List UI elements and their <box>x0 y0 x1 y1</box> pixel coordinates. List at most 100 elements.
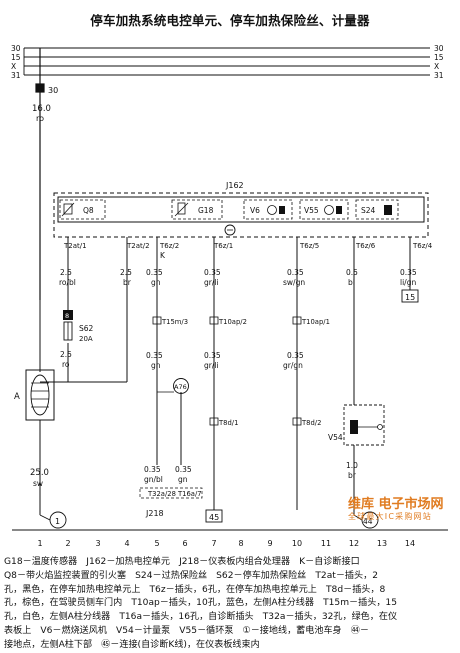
col-1: 1 <box>37 539 42 548</box>
component-v55-label: V55 <box>304 206 319 215</box>
col-9: 9 <box>267 539 272 548</box>
w5-bot-size: 0.35 <box>287 351 304 360</box>
component-s24-label: S24 <box>361 206 376 215</box>
legend: G18－温度传感器 J162－加热电控单元 J218－仪表板内组合处理器 K－自… <box>4 556 456 653</box>
w1-top-color: ro/bl <box>59 278 76 287</box>
col-4: 4 <box>124 539 129 548</box>
bus-label-30-right: 30 <box>434 44 444 53</box>
w5-bot-color: gr/gn <box>283 361 303 370</box>
control-unit-box <box>53 192 429 238</box>
w9-color: gn/bl <box>144 475 163 484</box>
col-10: 10 <box>292 539 302 548</box>
w1-bot-color: ro <box>62 360 70 369</box>
w8-color: sw <box>33 479 43 488</box>
col-3: 3 <box>95 539 100 548</box>
bus-labels-right: 30 15 X 31 <box>434 44 444 80</box>
component-v6: V6 <box>243 199 293 220</box>
w7-size: 0.35 <box>400 268 417 277</box>
bus-lines <box>23 47 430 76</box>
ground-44-label: 44 <box>363 517 373 526</box>
col-13: 13 <box>377 539 387 548</box>
legend-line: 表板上 V6－燃烧送风机 V54－计量泵 V55－循环泵 ①－接地线，蓄电池车身… <box>4 625 369 636</box>
w3-bot-color: gn <box>151 361 161 370</box>
ground-1-label: 1 <box>55 517 60 526</box>
col-6: 6 <box>182 539 187 548</box>
w6-bot-size: 1.0 <box>346 461 358 470</box>
pin-t2at-2: T2at/2 <box>126 242 150 250</box>
connector-t8d-2: T8d/2 <box>301 419 321 427</box>
watermark-sub: 全球最大IC采购网站 <box>348 512 432 521</box>
fuse-bar-label: 30 <box>48 86 58 95</box>
bus-label-30: 30 <box>11 44 21 53</box>
col-11: 11 <box>321 539 331 548</box>
col-7: 7 <box>211 539 216 548</box>
pin-t2at-1: T2at/1 <box>63 242 87 250</box>
w5-top-size: 0.35 <box>287 268 304 277</box>
main-wire-color: ro <box>36 114 44 123</box>
connector-t32a-28: T32a/28 <box>147 490 176 498</box>
component-g18: G18 <box>171 199 223 220</box>
bus-label-x-right: X <box>434 62 439 71</box>
bus-label-31-right: 31 <box>434 71 444 80</box>
ground-symbol <box>224 224 236 236</box>
w2-color: br <box>123 278 132 287</box>
ref-a76: A76 <box>174 383 187 391</box>
watermark-main: 维库 电子市场网 <box>348 497 444 512</box>
wire-labels: 2.5 ro/bl 2.5 ro 2.5 br 0.35 gn 0.35 gn … <box>30 268 417 488</box>
connector-t16a-7: T16a/7 <box>177 490 202 498</box>
main-wire-size: 16.0 <box>32 104 51 114</box>
pin-t6z-4: T6z/4 <box>412 242 433 250</box>
col-14: 14 <box>405 539 415 548</box>
legend-line: 接地点，左侧A柱下部 ㊺－连接(自诊断K线)，在仪表板线束内 <box>4 639 260 650</box>
k-label: K <box>160 251 166 260</box>
legend-line: G18－温度传感器 J162－加热电控单元 J218－仪表板内组合处理器 K－自… <box>4 557 360 567</box>
diagram-title: 停车加热系统电控单元、停车加热保险丝、计量器 <box>90 13 370 28</box>
vertical-wires <box>39 237 411 515</box>
gauge-label: V54 <box>328 433 343 442</box>
connector-t10ap-2: T10ap/2 <box>218 318 247 326</box>
component-q8-label: Q8 <box>83 206 94 215</box>
component-v55: V55 <box>299 199 349 220</box>
col-2: 2 <box>65 539 70 548</box>
j218-label: J218 <box>145 509 164 518</box>
fuse-rating: 20A <box>79 335 93 343</box>
pin-t6z-2: T6z/2 <box>159 242 179 250</box>
fuse-number: 8 <box>65 312 69 320</box>
col-12: 12 <box>349 539 359 548</box>
bus-label-x: X <box>11 62 16 71</box>
connector-t10ap-1: T10ap/1 <box>301 318 330 326</box>
component-s24: S24 <box>355 199 399 220</box>
component-q8: Q8 <box>59 199 106 220</box>
w3-top-color: gn <box>151 278 161 287</box>
pin-t6z-5: T6z/5 <box>299 242 319 250</box>
legend-line: 孔，黑色，在停车加热电控单元上 T6z－插头，6孔，在停车加热电控单元上 T8d… <box>4 584 386 595</box>
fuse-label: S62 <box>79 324 94 333</box>
w7-color: li/gn <box>400 278 416 287</box>
w4-top-color: gr/li <box>204 278 219 287</box>
col-5: 5 <box>154 539 159 548</box>
bus-label-15: 15 <box>11 53 21 62</box>
wiring-diagram: 30 15 X 31 30 15 X 31 30 16.0 ro J162 Q8… <box>11 44 448 548</box>
w1-top-size: 2.5 <box>60 268 72 277</box>
heater-a: A <box>14 369 55 421</box>
bus-label-15-right: 15 <box>434 53 444 62</box>
bus-label-31: 31 <box>11 71 21 80</box>
w5-top-color: sw/gn <box>283 278 305 287</box>
component-v6-label: V6 <box>250 206 260 215</box>
connector-t15m-3: T15m/3 <box>161 318 188 326</box>
w4-bot-color: gr/li <box>204 361 219 370</box>
w1-bot-size: 2.5 <box>60 350 72 359</box>
w8-size: 25.0 <box>30 468 49 478</box>
legend-line: Q8－带火焰监控装置的引火塞 S24－过热保险丝 S62－停车加热保险丝 T2a… <box>4 570 378 581</box>
legend-line: 孔，棕色，在驾驶员侧车门内 T10ap－插头，10孔，蓝色，左侧A柱分线器 T1… <box>4 598 398 609</box>
fuse-s62: 8 S62 20A <box>63 310 94 343</box>
w10-size: 0.35 <box>175 465 192 474</box>
w6-top-size: 0.5 <box>346 268 358 277</box>
connector-t8d-1: T8d/1 <box>218 419 238 427</box>
connectors: T15m/3 T10ap/2 T10ap/1 T8d/1 T8d/2 T32a/… <box>147 316 330 498</box>
bus-labels-left: 30 15 X 31 <box>11 44 21 80</box>
pin-labels: T2at/1 T2at/2 T6z/2 T6z/1 T6z/5 T6z/6 T6… <box>63 242 433 250</box>
w2-size: 2.5 <box>120 268 132 277</box>
control-unit-label: J162 <box>225 181 244 190</box>
legend-line: 孔，白色，左侧A柱分线器 T16a－插头，16孔，自诊断插头 T32a－插头，3… <box>4 612 398 623</box>
